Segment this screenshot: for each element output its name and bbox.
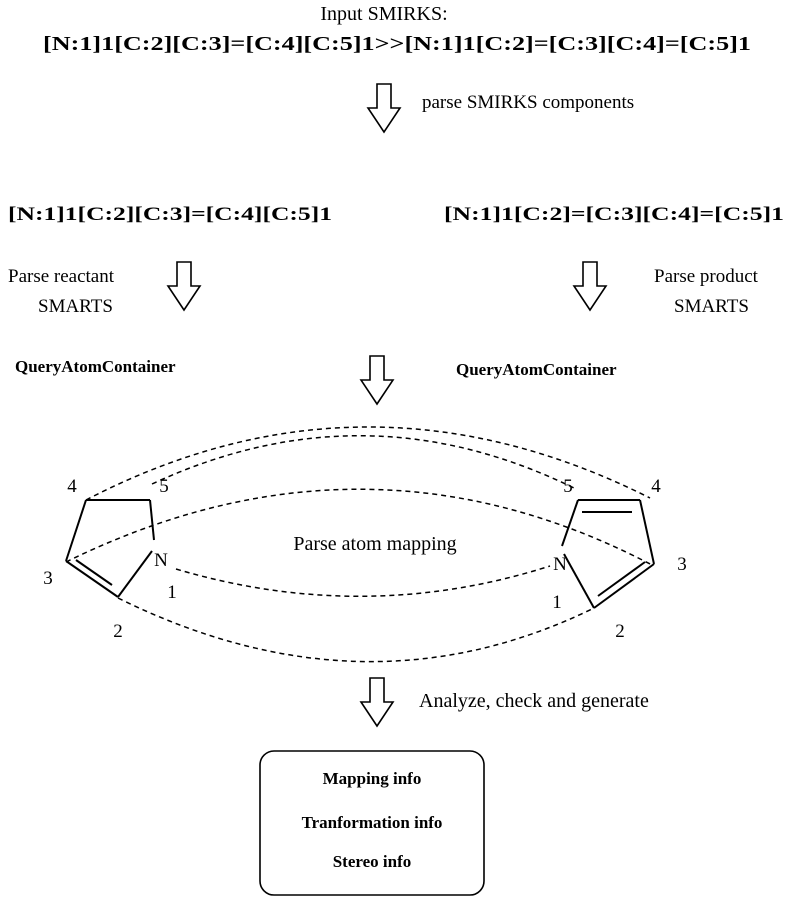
mapping-arc-atom5 <box>151 435 577 490</box>
output-transformation-info: Tranformation info <box>302 813 443 832</box>
arrow-parse-reactant <box>167 261 201 311</box>
reactant-query-atom-container: QueryAtomContainer <box>15 357 176 376</box>
arrow-parse-product <box>573 261 607 311</box>
reactant-atom-number-3: 3 <box>43 568 53 589</box>
parse-product-label-line1: Parse product <box>654 266 759 287</box>
arrow-to-mapping <box>360 355 394 405</box>
product-atom-number-4: 4 <box>651 476 661 497</box>
product-atom-number-1: 1 <box>552 592 562 613</box>
reactant-molecule: N 1 2 3 4 5 <box>43 476 177 642</box>
step-parse-components-label: parse SMIRKS components <box>422 92 634 113</box>
mapping-arc-atom3 <box>65 488 653 566</box>
mapping-arc-atom4 <box>85 426 651 501</box>
atom-mapping-arcs <box>65 426 653 663</box>
parse-product-label-line2: SMARTS <box>674 296 749 317</box>
parse-reactant-label-line1: Parse reactant <box>8 266 115 287</box>
output-stereo-info: Stereo info <box>333 852 412 871</box>
reactant-atom-number-2: 2 <box>113 621 123 642</box>
input-smirks-string: [N:1]1[C:2][C:3]=[C:4][C:5]1>>[N:1]1[C:2… <box>43 33 751 55</box>
reactant-atom-number-1: 1 <box>167 582 177 603</box>
output-info-box <box>259 750 485 896</box>
product-query-atom-container: QueryAtomContainer <box>456 360 617 379</box>
reactant-bonds <box>65 499 155 598</box>
product-atom-number-5: 5 <box>563 476 573 497</box>
input-smirks-title: Input SMIRKS: <box>320 3 447 25</box>
reactant-smarts: [N:1]1[C:2][C:3]=[C:4][C:5]1 <box>8 204 332 225</box>
reactant-atom-number-5: 5 <box>159 476 169 497</box>
parse-atom-mapping-label: Parse atom mapping <box>293 533 456 555</box>
arrow-parse-components <box>367 83 401 133</box>
arrow-analyze <box>360 677 394 727</box>
reactant-atom-n: N <box>154 550 168 571</box>
product-smarts: [N:1]1[C:2]=[C:3][C:4]=[C:5]1 <box>444 204 784 225</box>
mapping-arc-atom2 <box>117 597 595 663</box>
reactant-atom-number-4: 4 <box>67 476 77 497</box>
product-atom-number-2: 2 <box>615 621 625 642</box>
product-atom-number-3: 3 <box>677 554 687 575</box>
product-atom-n: N <box>553 554 567 575</box>
parse-reactant-label-line2: SMARTS <box>38 296 113 317</box>
step-analyze-label: Analyze, check and generate <box>419 690 649 712</box>
product-molecule: N 1 2 3 4 5 <box>552 476 687 642</box>
mapping-arc-atom1 <box>175 565 551 597</box>
output-mapping-info: Mapping info <box>323 769 422 788</box>
product-bonds <box>561 499 655 609</box>
